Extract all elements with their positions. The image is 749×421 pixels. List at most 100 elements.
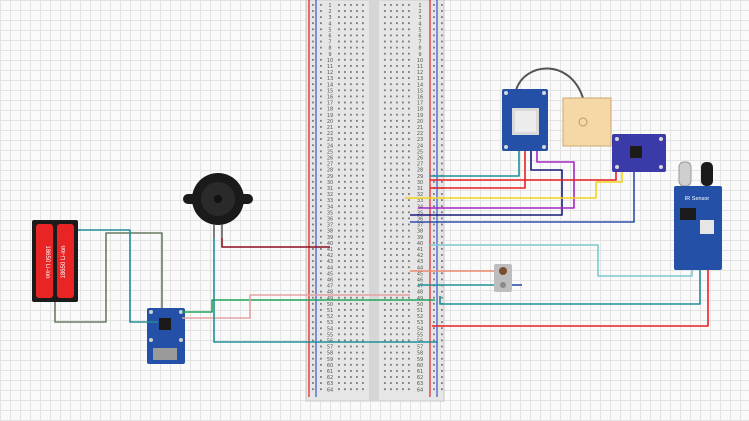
row-number: 46 <box>327 278 333 284</box>
wire-pink <box>182 294 410 319</box>
row-number: 32 <box>417 192 423 198</box>
row-number: 15 <box>417 88 423 94</box>
row-number: 6 <box>418 34 421 40</box>
row-number: 30 <box>417 180 423 186</box>
row-number: 6 <box>328 34 331 40</box>
row-number: 43 <box>327 259 333 265</box>
row-number: 52 <box>417 314 423 320</box>
row-number: 43 <box>417 259 423 265</box>
row-number: 29 <box>417 174 423 180</box>
row-number: 44 <box>327 265 333 271</box>
row-number: 11 <box>417 64 423 70</box>
row-number: 4 <box>418 21 421 27</box>
row-number: 28 <box>417 168 423 174</box>
row-number: 31 <box>327 186 333 192</box>
wire-olive <box>54 232 163 323</box>
row-number: 36 <box>417 217 423 223</box>
row-number: 14 <box>327 82 333 88</box>
row-number: 41 <box>417 247 423 253</box>
row-number: 27 <box>417 162 423 168</box>
row-number: 38 <box>417 229 423 235</box>
row-number: 64 <box>417 387 423 393</box>
row-number: 46 <box>417 278 423 284</box>
gps-module[interactable] <box>502 89 548 151</box>
row-number: 47 <box>417 284 423 290</box>
wire-ir-lightblue <box>430 244 693 277</box>
row-number: 62 <box>417 375 423 381</box>
row-number: 60 <box>327 363 333 369</box>
row-number: 29 <box>327 174 333 180</box>
row-number: 13 <box>417 76 423 82</box>
tp4056-charger[interactable] <box>147 308 185 364</box>
row-number: 18 <box>327 107 333 113</box>
ir-sensor-label: IR Sensor <box>685 196 710 202</box>
row-number: 51 <box>327 308 333 314</box>
row-number: 40 <box>417 241 423 247</box>
row-number: 16 <box>417 95 423 101</box>
row-number: 61 <box>417 369 423 375</box>
wire-acc-red <box>430 172 617 181</box>
row-number: 62 <box>327 375 333 381</box>
row-number: 21 <box>417 125 423 131</box>
row-number: 35 <box>327 210 333 216</box>
row-number: 53 <box>417 320 423 326</box>
row-number: 1 <box>328 3 331 9</box>
row-number: 5 <box>328 27 331 33</box>
row-number: 40 <box>327 241 333 247</box>
row-number: 42 <box>327 253 333 259</box>
row-number: 30 <box>327 180 333 186</box>
accelerometer[interactable] <box>612 134 666 172</box>
row-number: 20 <box>417 119 423 125</box>
row-number: 1 <box>418 3 421 9</box>
row-number: 3 <box>418 15 421 21</box>
wire-acc-blue <box>410 172 635 223</box>
row-number: 25 <box>417 149 423 155</box>
row-number: 24 <box>327 143 333 149</box>
row-number: 38 <box>327 229 333 235</box>
battery-holder[interactable]: 18650 Li-ion 18650 Li-ion <box>32 220 78 302</box>
row-number: 61 <box>327 369 333 375</box>
row-number: 42 <box>417 253 423 259</box>
row-number: 10 <box>417 58 423 64</box>
row-number: 19 <box>417 113 423 119</box>
row-number: 10 <box>327 58 333 64</box>
row-number: 41 <box>327 247 333 253</box>
row-number: 55 <box>327 332 333 338</box>
row-number: 2 <box>328 9 331 15</box>
buzzer[interactable] <box>183 173 253 238</box>
row-number: 12 <box>327 70 333 76</box>
row-number: 36 <box>327 217 333 223</box>
push-button[interactable] <box>494 264 512 292</box>
row-number: 13 <box>327 76 333 82</box>
row-number: 21 <box>327 125 333 131</box>
row-number: 63 <box>417 381 423 387</box>
row-number: 50 <box>327 302 333 308</box>
row-number: 57 <box>417 345 423 351</box>
row-number: 58 <box>417 351 423 357</box>
row-number: 8 <box>418 46 421 52</box>
row-number: 2 <box>418 9 421 15</box>
row-number: 44 <box>417 265 423 271</box>
row-number: 64 <box>327 387 333 393</box>
row-number: 48 <box>417 290 423 296</box>
row-number: 48 <box>327 290 333 296</box>
row-number: 5 <box>418 27 421 33</box>
row-number: 53 <box>327 320 333 326</box>
row-number: 45 <box>417 271 423 277</box>
row-number: 14 <box>417 82 423 88</box>
gps-antenna-cable <box>515 67 584 99</box>
row-number: 25 <box>327 149 333 155</box>
row-number: 35 <box>417 210 423 216</box>
wire-acc-yellow <box>405 172 623 199</box>
gps-antenna[interactable] <box>562 97 612 147</box>
row-number: 59 <box>417 357 423 363</box>
row-number: 16 <box>327 95 333 101</box>
row-number: 55 <box>417 332 423 338</box>
row-number: 24 <box>417 143 423 149</box>
row-number: 63 <box>327 381 333 387</box>
row-number: 58 <box>327 351 333 357</box>
row-number: 19 <box>327 113 333 119</box>
row-number: 54 <box>327 326 333 332</box>
ir-sensor[interactable]: IR Sensor <box>674 161 722 270</box>
wire-buzzer-blue <box>213 238 438 343</box>
